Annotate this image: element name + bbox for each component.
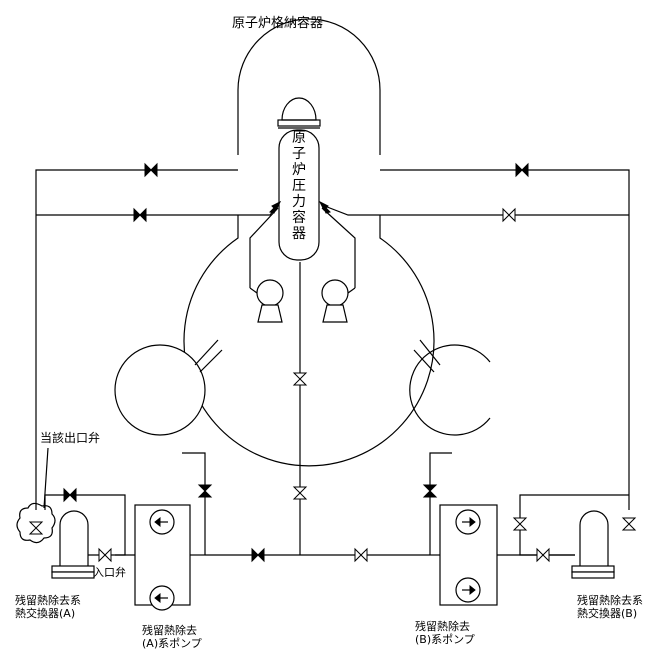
- suppression-chamber-left: [114, 339, 223, 436]
- containment-vessel: [183, 18, 435, 467]
- heat-exchanger-b: [519, 494, 629, 579]
- return-lines: [35, 169, 630, 510]
- valves-closed: [63, 162, 529, 563]
- pump-a-label-line2: (A)系ポンプ: [142, 637, 202, 650]
- pump-b-label-line1: 残留熱除去: [415, 620, 470, 633]
- valves-open: [28, 207, 637, 563]
- pump-b-label-line2: (B)系ポンプ: [415, 633, 475, 646]
- hx-a-label-line1: 残留熱除去系: [15, 594, 81, 607]
- recirculation-pump-right: [321, 279, 356, 323]
- rhr-pump-b: [439, 504, 498, 606]
- rhr-pump-a: [134, 504, 191, 611]
- suppression-chamber-right: [409, 339, 491, 436]
- hx-b-label-line2: 熱交換器(B): [577, 607, 638, 620]
- containment-label: 原子炉格納容器: [232, 16, 324, 31]
- recirculation-pump-left: [249, 279, 284, 323]
- target-valve-label: 当該出口弁: [40, 431, 101, 445]
- rpv-label: 原子炉圧力容器: [292, 130, 306, 242]
- pump-a-label-line1: 残留熱除去: [142, 624, 197, 637]
- hx-a-label-line2: 熱交換器(A): [15, 607, 76, 620]
- hx-b-label-line1: 残留熱除去系: [577, 594, 643, 607]
- bottom-header: [115, 452, 575, 556]
- target-valve-pointer: [43, 447, 49, 509]
- reactor-pressure-vessel: [277, 97, 321, 261]
- target-valve-cloud: [16, 502, 56, 544]
- inlet-valve-label: 入口弁: [93, 566, 126, 579]
